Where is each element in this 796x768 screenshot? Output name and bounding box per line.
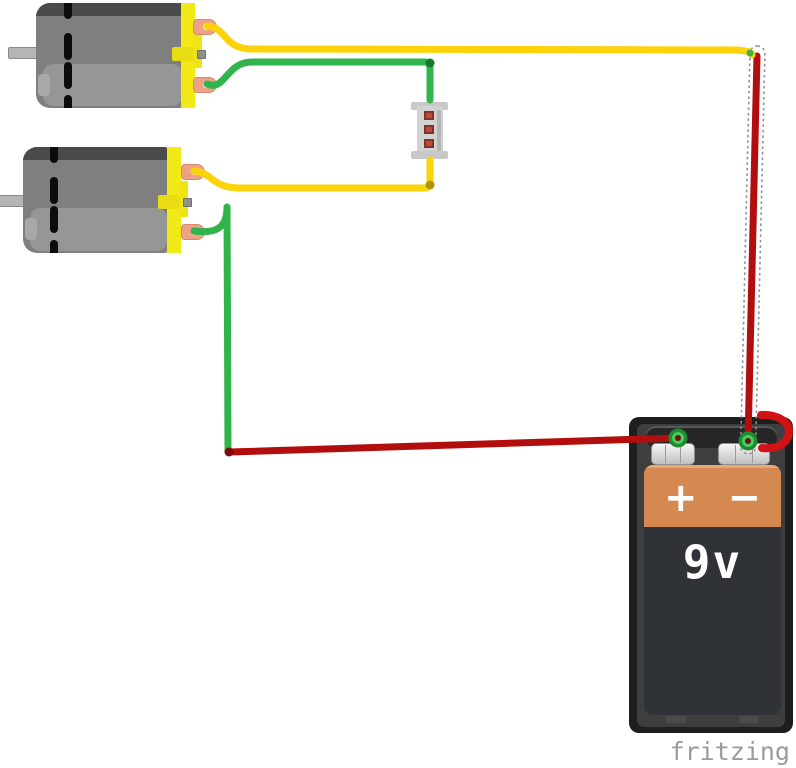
battery-positive-connection-ring[interactable] bbox=[668, 428, 688, 448]
motor-axle-stub bbox=[183, 198, 192, 207]
ring-center bbox=[675, 435, 681, 441]
vent-slot bbox=[64, 3, 72, 19]
battery-bottom-notch bbox=[739, 716, 759, 723]
motor-top-band bbox=[23, 147, 167, 160]
wire-yellow-motor1-to-junction[interactable] bbox=[203, 22, 756, 59]
wire-junction-dot-red bbox=[224, 447, 234, 457]
motor-body-notch bbox=[25, 218, 37, 240]
wire-red-junction-to-battery[interactable] bbox=[225, 434, 682, 456]
snap-seam bbox=[665, 445, 666, 463]
battery-red-lead-curl bbox=[757, 410, 794, 453]
connector-body[interactable] bbox=[417, 106, 443, 155]
connector-pin-3[interactable] bbox=[424, 139, 434, 148]
connector-bottom-flange bbox=[411, 151, 448, 159]
snap-seam bbox=[680, 445, 681, 463]
dc-motor-1[interactable] bbox=[0, 0, 220, 112]
wire-bend-dot-yellow bbox=[425, 180, 435, 190]
motor-axle-stub bbox=[197, 50, 206, 59]
vent-slot bbox=[50, 147, 58, 163]
selection-outline bbox=[739, 45, 766, 455]
dc-motor-2[interactable] bbox=[0, 144, 210, 256]
battery-9v[interactable]: + − 9v bbox=[629, 417, 796, 733]
pin-header-connector[interactable] bbox=[408, 100, 452, 162]
plus-symbol: + bbox=[664, 474, 698, 521]
fritzing-watermark: fritzing bbox=[669, 737, 790, 766]
motor-body[interactable] bbox=[23, 147, 167, 253]
wire-red-battery-to-junction[interactable] bbox=[744, 52, 761, 445]
vent-slot bbox=[50, 177, 58, 204]
wire-bend-dot-green bbox=[425, 58, 435, 68]
battery-label: + − 9v bbox=[644, 465, 781, 715]
junction-green-dot bbox=[746, 49, 754, 57]
battery-bottom-notch bbox=[666, 716, 686, 723]
battery-orange-band: + − bbox=[644, 465, 781, 527]
vent-slot bbox=[64, 62, 72, 89]
battery-voltage-text: 9v bbox=[682, 535, 743, 589]
vent-slot bbox=[64, 95, 72, 108]
wire-green-motor1-to-connector[interactable] bbox=[203, 58, 434, 104]
vent-slot bbox=[50, 206, 58, 233]
snap-seam bbox=[752, 445, 753, 463]
ring-center bbox=[745, 438, 751, 444]
snap-seam bbox=[735, 445, 736, 463]
battery-negative-connection-ring[interactable] bbox=[738, 431, 758, 451]
vent-slot bbox=[64, 33, 72, 60]
wire-yellow-connector-to-motor2[interactable] bbox=[190, 156, 434, 192]
motor-top-band bbox=[36, 3, 182, 16]
connector-side-notch bbox=[437, 110, 441, 151]
vent-slot bbox=[50, 240, 58, 253]
minus-symbol: − bbox=[727, 474, 761, 521]
connector-pin-2[interactable] bbox=[424, 125, 434, 134]
connector-pin-1[interactable] bbox=[424, 111, 434, 120]
wire-green-motor2-to-junction[interactable] bbox=[190, 203, 232, 455]
motor-body-notch bbox=[38, 74, 50, 96]
motor-body[interactable] bbox=[36, 3, 182, 108]
